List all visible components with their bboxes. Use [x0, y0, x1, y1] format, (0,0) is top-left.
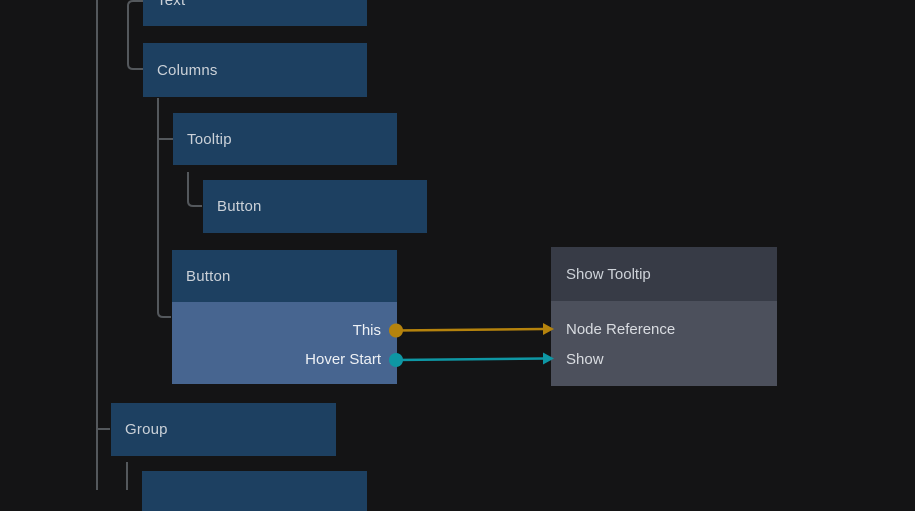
node-label: Button: [217, 198, 262, 215]
action-node-show-tooltip[interactable]: Show Tooltip Node Reference Show: [551, 247, 777, 386]
action-node-title: Show Tooltip: [566, 265, 651, 283]
tree-node-text[interactable]: Text: [143, 0, 367, 26]
node-label: Button: [186, 267, 231, 285]
tree-node-clipped[interactable]: [142, 471, 367, 511]
tree-branch-tooltip-child: [187, 172, 202, 207]
action-node-header[interactable]: Show Tooltip: [551, 247, 777, 301]
action-row-label: Node Reference: [566, 320, 676, 338]
tree-node-group[interactable]: Group: [111, 403, 336, 456]
tree-node-button-selected[interactable]: Button This Hover Start: [172, 250, 397, 384]
node-header[interactable]: Button: [172, 250, 397, 302]
port-label: Hover Start: [305, 351, 381, 368]
action-row-show[interactable]: Show: [551, 344, 777, 374]
node-label: Tooltip: [187, 130, 232, 148]
tree-node-columns[interactable]: Columns: [143, 43, 367, 97]
action-row-label: Show: [566, 350, 604, 368]
port-label: This: [352, 322, 381, 339]
tree-branch-text-columns: [127, 0, 143, 70]
node-label: Group: [125, 421, 168, 438]
action-node-body: Node Reference Show: [551, 301, 777, 386]
node-label: Columns: [157, 61, 218, 79]
port-row-this[interactable]: This: [172, 316, 397, 345]
tree-node-tooltip[interactable]: Tooltip: [173, 113, 397, 165]
tree-connectors: [96, 0, 202, 490]
action-row-node-reference[interactable]: Node Reference: [551, 314, 777, 344]
tree-branch-columns-children: [157, 98, 173, 318]
tree-node-button-child[interactable]: Button: [203, 180, 427, 233]
node-label: Text: [157, 0, 186, 9]
port-row-hover-start[interactable]: Hover Start: [172, 345, 397, 374]
node-output-ports: This Hover Start: [172, 302, 397, 384]
